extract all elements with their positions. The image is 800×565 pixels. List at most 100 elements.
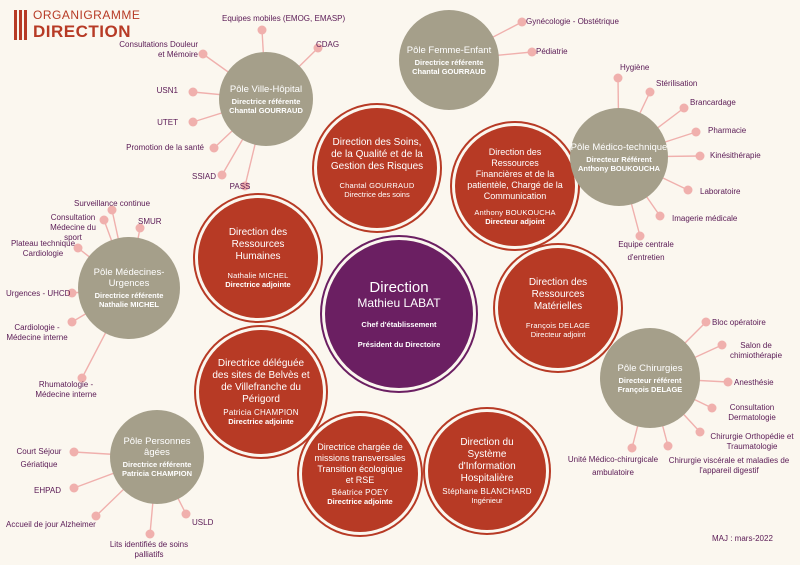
satellite-dot [198, 49, 208, 59]
direction-soins: Direction des Soins, de la Qualité et de… [317, 108, 437, 228]
update-date: MAJ : mars-2022 [712, 534, 773, 543]
satellite-dot [679, 103, 689, 113]
direction-finances: Direction des Ressources Financières et … [455, 126, 575, 246]
pole-item: UTET [157, 118, 178, 127]
pole-item: Kinésithérapie [710, 151, 761, 160]
pole-item: Urgences - UHCD [6, 289, 71, 298]
direction-name: Patricia CHAMPION [223, 408, 299, 417]
direction-name: Chantal GOURRAUD [339, 181, 415, 190]
pole-item: Anesthésie [734, 378, 774, 387]
direction-title: Direction du Système d'Information Hospi… [458, 437, 516, 484]
satellite-dot [655, 211, 665, 221]
pole-item: USN1 [156, 86, 178, 95]
satellite-dot [707, 403, 717, 413]
satellite-dot [517, 17, 527, 27]
pole-name: Nathalie MICHEL [98, 300, 159, 309]
satellite-dot [240, 181, 250, 191]
satellite-dot [77, 373, 87, 383]
pole-role: Directeur référent [618, 375, 682, 385]
pole-item: EHPAD [34, 486, 61, 495]
satellite-dot [99, 215, 109, 225]
pole-item: Accueil de jour Alzheimer [6, 520, 96, 529]
pole-item: CDAG [316, 40, 340, 49]
central-direction: Direction Mathieu LABAT Chef d'établisse… [325, 240, 473, 388]
pole-item: Pédiatrie [536, 47, 568, 56]
central-title: Direction [369, 278, 429, 296]
pole-item: USLD [192, 518, 214, 527]
direction-role: Directrice des soins [344, 190, 410, 199]
pole-name: Chantal GOURRAUD [412, 66, 486, 76]
pole-role: Directrice référente [122, 460, 192, 469]
direction-role: Directrice adjointe [225, 280, 291, 289]
pole-item: Promotion de la santé [126, 143, 204, 152]
satellite-dot [527, 47, 537, 57]
direction-si: Direction du Système d'Information Hospi… [428, 412, 546, 530]
satellite-dot [69, 483, 79, 493]
pole-item: Laboratoire [700, 187, 741, 196]
satellite-dot [188, 117, 198, 127]
pole-item: PASS [229, 182, 251, 191]
pole-name: François DELAGE [617, 384, 683, 394]
pole-item: Chirurgie Orthopédie et Traumatologie [710, 432, 794, 451]
pole-item: Hygiène [620, 63, 650, 72]
satellite-dot [257, 25, 267, 35]
direction-title: Direction des Soins, de la Qualité et de… [330, 137, 424, 172]
satellite-dot [695, 151, 705, 161]
direction-name: Stéphane BLANCHARD [442, 487, 532, 496]
satellite-dot [313, 43, 323, 53]
pole-item: SSIAD [191, 172, 216, 181]
direction-role: Ingénieur [471, 496, 503, 505]
direction-sites: Directrice déléguée des sites de Belvès … [199, 330, 323, 454]
satellite-dot [717, 340, 727, 350]
satellite-dot [645, 87, 655, 97]
satellite-dot [691, 127, 701, 137]
logo-line-1: ORGANIGRAMME [33, 8, 141, 22]
pole-item: Pharmacie [708, 126, 747, 135]
satellite-dot [627, 443, 637, 453]
satellite-dot [145, 529, 155, 539]
pole-item: Consultation Dermatologie [728, 403, 776, 422]
pole-item: Chirurgie viscérale et maladies de l'app… [668, 456, 790, 475]
direction-name: Anthony BOUKOUCHA [474, 207, 556, 217]
pole-item: Consultations Douleur et Mémoire [119, 40, 198, 59]
pole-item: Consultation Médecine du sport [50, 213, 96, 242]
logo-line-2: DIRECTION [33, 22, 131, 41]
satellite-dot [695, 427, 705, 437]
pole-item: Court Séjour Gériatique [16, 447, 62, 469]
pole-item: Plateau technique Cardiologie [10, 239, 76, 258]
pole-ville-hopital: Pôle Ville-Hôpital Directrice référente … [219, 52, 313, 146]
pole-item: Equipe centrale d'entretien [618, 240, 674, 262]
satellite-dot [217, 170, 227, 180]
pole-item: Rhumatologie - Médecine interne [35, 380, 97, 399]
satellite-dot [181, 509, 191, 519]
direction-name: Béatrice POEY [331, 488, 389, 497]
pole-role: Directrice référente [414, 57, 484, 67]
direction-role: Directeur adjoint [485, 216, 545, 226]
direction-role: Directrice adjointe [228, 417, 294, 426]
pole-role: Directeur Référent [586, 154, 652, 164]
satellite-dot [69, 447, 79, 457]
satellite-dot [701, 317, 711, 327]
pole-item: Unité Médico-chirurgicale ambulatoire [567, 455, 659, 477]
central-name: Mathieu LABAT [357, 295, 441, 310]
satellite-dot [135, 223, 145, 233]
direction-role: Directrice adjointe [327, 497, 393, 506]
satellite-dot [67, 288, 77, 298]
pole-item: Bloc opératoire [712, 318, 766, 327]
logo: ORGANIGRAMME DIRECTION [14, 8, 140, 42]
pole-item: Salon de chimiothérapie [729, 341, 783, 360]
direction-name: François DELAGE [525, 321, 591, 330]
pole-medecines-urgences: Pôle Médecines-Urgences Directrice référ… [78, 237, 180, 339]
satellite-dot [91, 511, 101, 521]
pole-name: Chantal GOURRAUD [229, 105, 303, 115]
satellite-dot [635, 231, 645, 241]
satellite-dot [73, 243, 83, 253]
pole-item: Lits identifiés de soins palliatifs [109, 540, 189, 559]
logo-mark-icon [14, 10, 27, 40]
pole-title: Pôle Ville-Hôpital [229, 83, 303, 95]
pole-item: Equipes mobiles (EMOG, EMASP) [222, 14, 346, 23]
pole-item: Gynécologie - Obstétrique [526, 17, 619, 26]
direction-title: Direction des Ressources Humaines [228, 227, 288, 262]
direction-title: Direction des Ressources Matérielles [528, 277, 588, 312]
